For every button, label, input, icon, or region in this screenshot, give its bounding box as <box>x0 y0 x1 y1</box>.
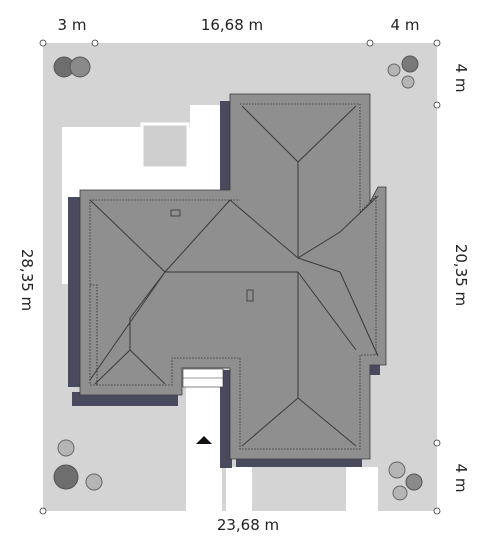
dim-right-bottom: 4 m <box>452 464 470 493</box>
chimney <box>170 209 181 217</box>
trees <box>53 55 423 501</box>
dim-right-main: 20,35 m <box>452 244 470 306</box>
driveway-strip <box>226 467 252 511</box>
driveway <box>186 385 222 511</box>
roof <box>79 93 387 460</box>
building-shadow <box>68 101 380 468</box>
dimension-markers <box>39 39 441 515</box>
wall-outline <box>89 103 377 450</box>
dim-left: 28,35 m <box>18 249 36 311</box>
dim-bottom: 23,68 m <box>217 516 279 534</box>
skylight <box>246 289 254 302</box>
dim-right-top: 4 m <box>452 64 470 93</box>
dim-top-right: 4 m <box>391 16 420 34</box>
pergola <box>140 122 190 170</box>
roof-ridges <box>89 105 379 447</box>
entrance-arrow-icon <box>196 436 212 444</box>
dim-top-center: 16,68 m <box>201 16 263 34</box>
side-paving <box>346 467 378 511</box>
dim-top-left: 3 m <box>58 16 87 34</box>
